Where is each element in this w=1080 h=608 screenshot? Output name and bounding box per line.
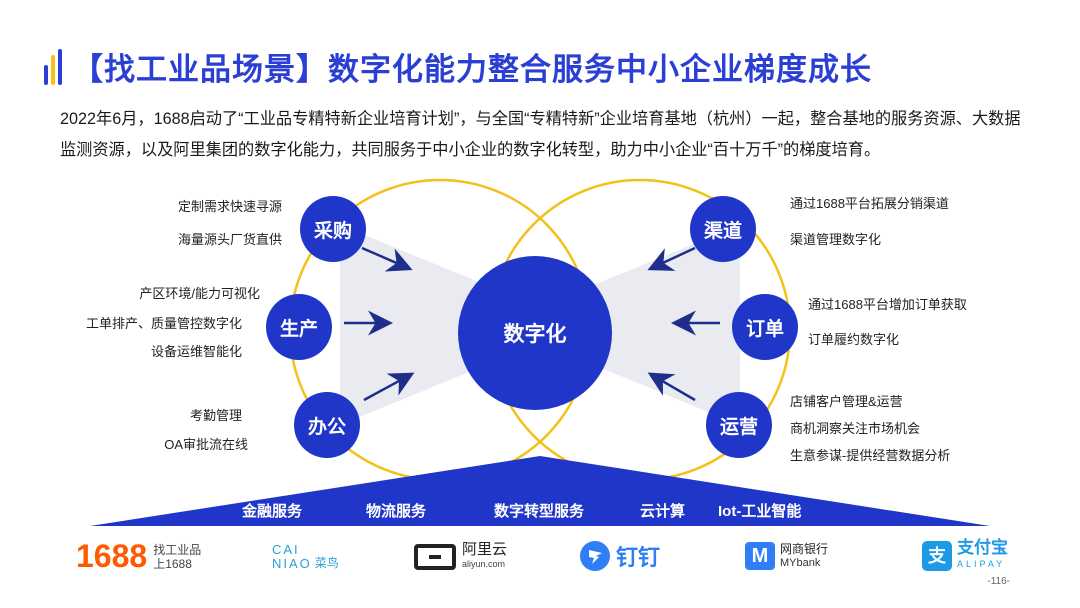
service-platform (90, 456, 990, 526)
logo-alipay: 支 支付宝 ALIPAY (922, 539, 1008, 572)
label-channel-2: 渠道管理数字化 (790, 232, 882, 247)
label-office-2: OA审批流在线 (164, 437, 248, 452)
arrow-channel (647, 246, 696, 271)
aliyun-icon (414, 544, 456, 570)
arrow-procurement (361, 246, 413, 272)
center-node-digitalization: 数字化 (458, 256, 612, 410)
mybank-icon: M (745, 542, 775, 570)
arrow-office (363, 372, 415, 402)
label-order-1: 通过1688平台增加订单获取 (808, 297, 967, 312)
label-procurement-2: 海量源头厂货直供 (177, 232, 282, 247)
service-cloud: 云计算 (640, 503, 686, 520)
label-production-1: 产区环境/能力可视化 (139, 286, 260, 301)
page-number: -116- (987, 576, 1010, 587)
arrow-operation (647, 372, 696, 402)
label-channel-1: 通过1688平台拓展分销渠道 (790, 196, 949, 211)
service-finance: 金融服务 (242, 503, 303, 520)
service-iot: Iot-工业智能 (718, 503, 802, 520)
title-accent-bars (44, 48, 62, 85)
right-wedge (545, 225, 740, 425)
label-office-1: 考勤管理 (189, 408, 242, 423)
label-procurement-1: 定制需求快速寻源 (177, 199, 282, 214)
logo-aliyun: 阿里云 aliyun.com (414, 542, 507, 572)
label-production-3: 设备运维智能化 (150, 344, 242, 359)
alipay-icon: 支 (922, 541, 952, 571)
logo-dingtalk: 钉钉 (580, 540, 660, 572)
service-digital-transformation: 数字转型服务 (494, 503, 585, 520)
label-operation-3: 生意参谋-提供经营数据分析 (790, 448, 951, 463)
label-production-2: 工单排产、质量管控数字化 (85, 316, 242, 331)
node-operation: 运营 (706, 392, 772, 458)
slide-title: 【找工业品场景】数字化能力整合服务中小企业梯度成长 (44, 44, 872, 89)
node-office: 办公 (294, 392, 360, 458)
node-channel: 渠道 (690, 196, 756, 262)
logo-1688: 1688 找工业品上1688 (76, 538, 202, 574)
dingtalk-icon (580, 541, 610, 571)
node-procurement: 采购 (300, 196, 366, 262)
label-order-2: 订单履约数字化 (808, 332, 900, 347)
node-order: 订单 (732, 294, 798, 360)
label-operation-2: 商机洞察关注市场机会 (790, 421, 921, 436)
node-production: 生产 (266, 294, 332, 360)
label-operation-1: 店铺客户管理&运营 (790, 394, 903, 409)
service-logistics: 物流服务 (366, 503, 427, 520)
title-text: 【找工业品场景】数字化能力整合服务中小企业梯度成长 (72, 52, 872, 87)
intro-paragraph: 2022年6月，1688启动了“工业品专精特新企业培育计划”，与全国“专精特新”… (60, 110, 1021, 159)
logo-mybank: M 网商银行 MYbank (745, 542, 828, 570)
